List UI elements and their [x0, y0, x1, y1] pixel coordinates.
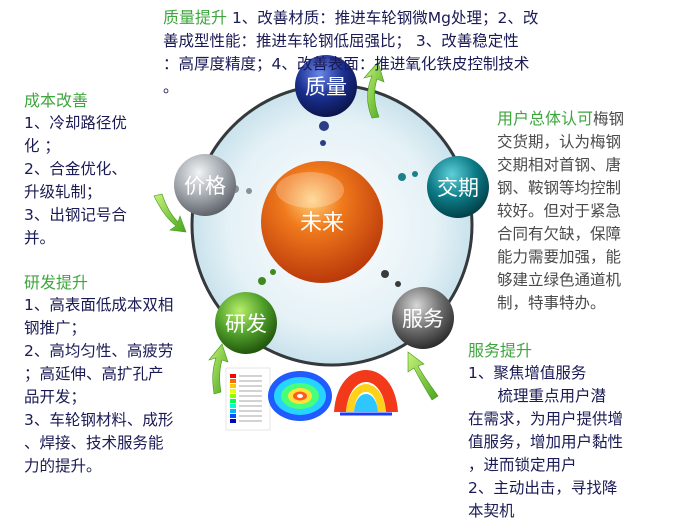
user-line-first: 梅钢 [593, 110, 625, 128]
rnd-block: 研发提升 1、高表面低成本双相 钢推广； 2、高均匀性、高疲劳 ；高延伸、高扩孔… [24, 271, 214, 478]
node-service-label: 服务 [402, 307, 444, 331]
dot-service-2 [395, 281, 401, 287]
rnd-line: 钢推广； [24, 319, 87, 337]
quality-line-4: 。 [163, 78, 179, 96]
arrow-price [153, 193, 187, 233]
cost-block: 成本改善 1、冷却路径优 化 ； 2、合金优化、 升级轧制； 3、出钢记号合 并… [24, 89, 164, 250]
wheel-section-plot [334, 370, 398, 416]
rnd-line: 1、高表面低成本双相 [24, 296, 174, 314]
rnd-line: 力的提升。 [24, 457, 102, 475]
quality-heading: 质量提升 [163, 8, 228, 27]
cost-heading: 成本改善 [24, 91, 89, 110]
arrow-service [407, 351, 439, 401]
cost-line: 升级轧制； [24, 183, 102, 201]
cost-line: 3、出钢记号合 [24, 206, 127, 224]
cost-line: 化 ； [24, 137, 60, 155]
user-heading: 用户总体认可 [497, 109, 594, 128]
service-line: 2、主动出击，寻找降 [468, 479, 618, 497]
arrow-rnd [208, 343, 229, 395]
rnd-heading: 研发提升 [24, 273, 89, 292]
service-line: 梳理重点用户潜 [468, 387, 607, 405]
cost-line: 并。 [24, 229, 56, 247]
dot-delivery-2 [412, 171, 418, 177]
service-heading: 服务提升 [468, 341, 533, 360]
node-delivery: 交期 [427, 156, 489, 218]
service-line: ，进而锁定用户 [468, 456, 577, 474]
node-quality-label: 质量 [305, 75, 347, 99]
service-line: 1、聚焦增值服务 [468, 364, 587, 382]
dot-price-2 [246, 188, 252, 194]
simulation-image [225, 367, 398, 431]
rnd-line: 2、高均匀性、高疲劳 [24, 342, 174, 360]
user-line: 合同有欠缺，保障 [497, 225, 622, 243]
user-line: 能力需要加强，能 [497, 248, 622, 266]
cost-line: 1、冷却路径优 [24, 114, 127, 132]
service-line: 在需求，为用户提供增 [468, 410, 624, 428]
dot-rnd-1 [258, 277, 266, 285]
cost-line: 2、合金优化、 [24, 160, 127, 178]
dot-quality-1 [319, 121, 329, 131]
node-delivery-label: 交期 [437, 176, 479, 200]
rnd-line: 3、车轮钢材料、成形 [24, 411, 174, 429]
node-service: 服务 [392, 287, 454, 349]
center-sphere: 未来 [261, 161, 383, 283]
user-line: 钢、鞍钢等均控制 [497, 179, 622, 197]
node-rnd: 研发 [215, 292, 277, 354]
user-line: 较好。但对于紧急 [497, 202, 622, 220]
quality-line-3: ：高厚度精度；4、改善表面：推进氧化铁皮控制技术 [163, 55, 530, 73]
user-line: 制，特事特办。 [497, 294, 606, 312]
node-price-label: 价格 [184, 174, 226, 198]
center-label: 未来 [300, 211, 344, 236]
dot-quality-2 [320, 140, 326, 146]
quality-line-1: 1、改善材质：推进车轮钢微Mg处理；2、改 [227, 9, 539, 27]
wheel-disc-plot [268, 371, 332, 421]
rnd-line: ；高延伸、高扩孔产 [24, 365, 164, 383]
node-quality: 质量 [295, 55, 357, 117]
user-line: 够建立绿色通道机 [497, 271, 622, 289]
user-block: 用户总体认可梅钢 交货期，认为梅钢 交期相对首钢、唐 钢、鞍钢等均控制 较好。但… [497, 107, 673, 315]
arrow-quality [363, 61, 385, 119]
dot-delivery-1 [398, 173, 406, 181]
dot-rnd-2 [270, 269, 276, 275]
quality-block: 质量提升 1、改善材质：推进车轮钢微Mg处理；2、改 善成型性能：推进车轮钢低屈… [163, 6, 633, 99]
rnd-line: 品开发； [24, 388, 87, 406]
service-line: 本契机 [468, 502, 515, 520]
service-line: 值服务，增加用户黏性 [468, 433, 624, 451]
service-block: 服务提升 1、聚焦增值服务 梳理重点用户潜 在需求，为用户提供增 值服务，增加用… [468, 339, 673, 523]
quality-line-2: 善成型性能：推进车轮钢低屈强比； 3、改善稳定性 [163, 32, 519, 50]
node-rnd-label: 研发 [225, 312, 267, 336]
dot-service-1 [381, 270, 389, 278]
user-line: 交货期，认为梅钢 [497, 133, 622, 151]
rnd-line: 、焊接、技术服务能 [24, 434, 164, 452]
user-line: 交期相对首钢、唐 [497, 156, 622, 174]
node-price: 价格 [174, 154, 236, 216]
